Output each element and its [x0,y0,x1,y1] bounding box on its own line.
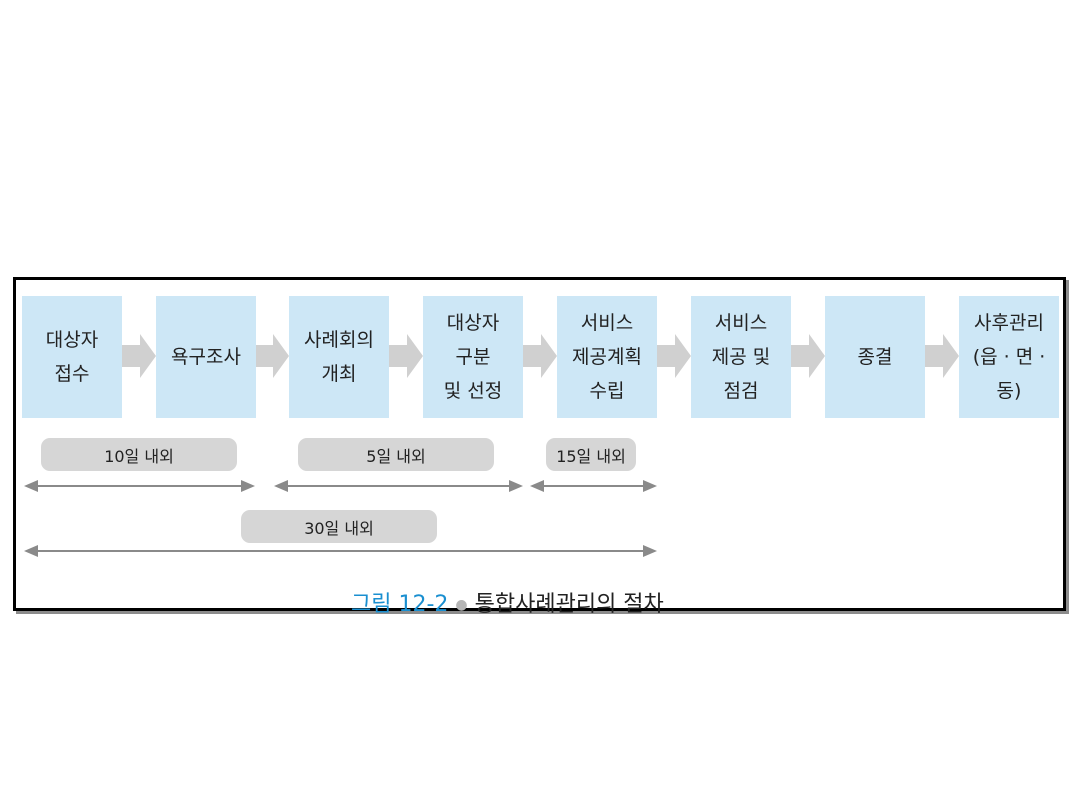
step-label: 대상자 접수 [45,329,99,385]
flow-arrow-icon [657,334,691,378]
step-intake: 대상자 접수 [22,296,122,418]
flow-arrow-icon [925,334,959,378]
figure-title: 통합사례관리의 절차 [474,592,664,617]
step-service-plan: 서비스 제공계획 수립 [557,296,657,418]
step-case-meeting: 사례회의 개최 [289,296,389,418]
caption-separator: ● [455,597,468,613]
step-needs-assessment: 욕구조사 [156,296,256,418]
step-label: 사례회의 개최 [304,329,374,385]
flow-arrow-icon [523,334,557,378]
range-arrow-icon [274,480,523,492]
diagram-frame: 대상자 접수 욕구조사 사례회의 개최 대상자 구분 및 선정 서비스 제공계획… [13,277,1066,617]
figure-number: 그림 12-2 [351,592,449,617]
step-termination: 종결 [825,296,925,418]
flow-arrow-icon [122,334,156,378]
step-follow-up: 사후관리 (읍 · 면 · 동) [959,296,1059,418]
step-label: 서비스 제공 및 점검 [711,312,771,402]
range-arrow-icon [24,480,255,492]
period-badge: 10일 내외 [41,438,237,471]
range-arrow-icon [530,480,657,492]
period-badge: 15일 내외 [546,438,636,471]
step-label: 사후관리 (읍 · 면 · 동) [972,312,1046,402]
step-service-delivery: 서비스 제공 및 점검 [691,296,791,418]
step-label: 서비스 제공계획 수립 [572,312,642,402]
period-badge: 5일 내외 [298,438,494,471]
period-badge: 30일 내외 [241,510,437,543]
figure-caption: 그림 12-2 ● 통합사례관리의 절차 [351,586,664,618]
flow-arrow-icon [256,334,289,378]
flow-arrow-icon [389,334,423,378]
range-arrow-icon [24,545,657,557]
duration-ranges [24,480,657,557]
step-label: 종결 [857,346,893,368]
flow-arrow-icon [791,334,825,378]
step-label: 대상자 구분 및 선정 [443,312,503,402]
step-classification: 대상자 구분 및 선정 [423,296,523,418]
step-label: 욕구조사 [171,346,241,368]
